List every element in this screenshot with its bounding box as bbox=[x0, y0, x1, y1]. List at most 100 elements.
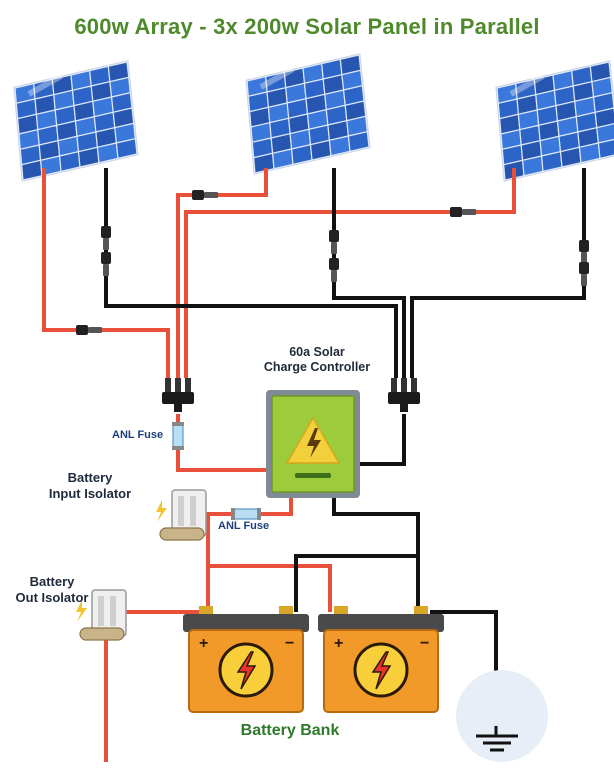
negative-wire-to-controller bbox=[356, 414, 406, 466]
battery-positive-terminal-label: + bbox=[199, 635, 208, 652]
charge-controller-label: 60a Solar Charge Controller bbox=[252, 345, 382, 376]
battery-post bbox=[334, 606, 348, 616]
mc4-connector-icon bbox=[101, 252, 111, 276]
mc4-plug bbox=[103, 264, 109, 276]
fuse-cap bbox=[231, 508, 235, 520]
panel-glare bbox=[27, 73, 63, 97]
lightning-bolt-icon bbox=[307, 428, 321, 458]
mc4-plug bbox=[88, 327, 102, 333]
branch-outlet bbox=[174, 404, 182, 412]
anl-fuse-top-icon bbox=[172, 422, 184, 450]
battery-post bbox=[199, 606, 213, 616]
battery-input-isolator-line2: Input Isolator bbox=[48, 485, 132, 501]
mc4-connector-icon bbox=[101, 226, 111, 250]
battery-negative-terminal-label: − bbox=[420, 635, 429, 652]
isolator-slot bbox=[110, 596, 116, 626]
solar-cell bbox=[115, 137, 138, 160]
isolator-slot bbox=[98, 596, 104, 626]
mc4-connector-icon bbox=[450, 207, 476, 217]
mc4-body bbox=[579, 262, 589, 274]
mc4-plug bbox=[581, 252, 587, 264]
battery-1-icon: +− bbox=[183, 606, 309, 713]
mc4-connector-icon bbox=[579, 262, 589, 286]
positive-wire-panel-2 bbox=[176, 168, 268, 378]
solar-panel-1-icon bbox=[13, 60, 139, 182]
fuse-body bbox=[172, 423, 184, 449]
mc4-body bbox=[579, 240, 589, 252]
battery-bank-label: Battery Bank bbox=[240, 722, 340, 739]
mc4-connector-icon bbox=[329, 230, 339, 254]
controller-display-bar bbox=[295, 473, 331, 478]
branch-pin bbox=[391, 378, 397, 392]
battery-lid bbox=[183, 614, 309, 632]
branch-pin bbox=[185, 378, 191, 392]
mc4-connector-icon bbox=[192, 190, 218, 200]
charge-controller-label-line2: Charge Controller bbox=[263, 360, 371, 375]
mc4-body bbox=[329, 230, 339, 242]
lightning-bolt-icon bbox=[371, 651, 392, 690]
positive-wire-panel-3 bbox=[184, 168, 516, 378]
negative-wire-controller-to-battery bbox=[332, 498, 420, 612]
charge-controller-label-line1: 60a Solar bbox=[289, 345, 345, 359]
branch-body bbox=[162, 392, 194, 404]
positive-wire-panel-1 bbox=[42, 168, 170, 378]
solar-cell bbox=[594, 107, 614, 129]
anl-fuse-top-label: ANL Fuse bbox=[112, 429, 164, 441]
battery-out-isolator-line1: Battery bbox=[29, 574, 75, 589]
battery-out-isolator-line2: Out Isolator bbox=[15, 589, 89, 605]
solar-panel-3-icon bbox=[495, 60, 614, 182]
fuse-cap bbox=[172, 446, 184, 450]
lightning-bolt-icon bbox=[236, 651, 257, 690]
isolator-lever bbox=[79, 627, 125, 641]
branch-pin bbox=[175, 378, 181, 392]
battery-post bbox=[279, 606, 293, 616]
battery-out-isolator-icon bbox=[76, 589, 127, 641]
mc4-body bbox=[101, 226, 111, 238]
battery-input-isolator-label: Battery Input Isolator bbox=[38, 470, 142, 502]
isolator-slot bbox=[190, 496, 196, 526]
mc4-plug bbox=[581, 274, 587, 286]
solar-cell bbox=[347, 130, 370, 153]
battery-post bbox=[414, 606, 428, 616]
isolator-lever bbox=[159, 527, 205, 541]
diagram-title: 600w Array - 3x 200w Solar Panel in Para… bbox=[74, 14, 540, 39]
battery-out-isolator-label: Battery Out Isolator bbox=[8, 574, 96, 606]
branch-pin bbox=[411, 378, 417, 392]
fuse-body bbox=[232, 508, 260, 520]
branch-connector-icon bbox=[162, 378, 194, 412]
mc4-body bbox=[76, 325, 88, 335]
isolator-slot bbox=[178, 496, 184, 526]
battery-lid bbox=[318, 614, 444, 632]
fuse-cap bbox=[172, 422, 184, 426]
spark-icon bbox=[156, 500, 167, 522]
solar-cell bbox=[597, 138, 614, 160]
mc4-plug bbox=[103, 238, 109, 250]
positive-wire-fuse-to-controller bbox=[176, 414, 272, 472]
mc4-connector-icon bbox=[579, 240, 589, 264]
mc4-plug bbox=[331, 270, 337, 282]
negative-wire-panel-3 bbox=[410, 168, 586, 378]
battery-input-isolator-line1: Battery bbox=[67, 470, 113, 485]
branch-pin bbox=[165, 378, 171, 392]
mc4-body bbox=[450, 207, 462, 217]
mc4-plug bbox=[462, 209, 476, 215]
battery-negative-terminal-label: − bbox=[285, 635, 294, 652]
spark-icon bbox=[76, 600, 87, 622]
anl-fuse-bottom-icon bbox=[231, 508, 261, 520]
solar-panel-2-icon bbox=[245, 53, 371, 175]
charge-controller bbox=[266, 390, 360, 498]
branch-outlet bbox=[400, 404, 408, 412]
branch-connector-icon bbox=[388, 378, 420, 412]
positive-wire-battery-parallel bbox=[208, 564, 332, 612]
solar-cell bbox=[592, 91, 614, 114]
mc4-body bbox=[101, 252, 111, 264]
mc4-connector-icon bbox=[329, 258, 339, 282]
branch-pin bbox=[401, 378, 407, 392]
mc4-connector-icon bbox=[76, 325, 102, 335]
mc4-plug bbox=[204, 192, 218, 198]
panel-glare bbox=[509, 73, 545, 97]
ground-symbol-icon bbox=[456, 670, 548, 762]
battery-input-isolator-icon bbox=[156, 489, 207, 541]
